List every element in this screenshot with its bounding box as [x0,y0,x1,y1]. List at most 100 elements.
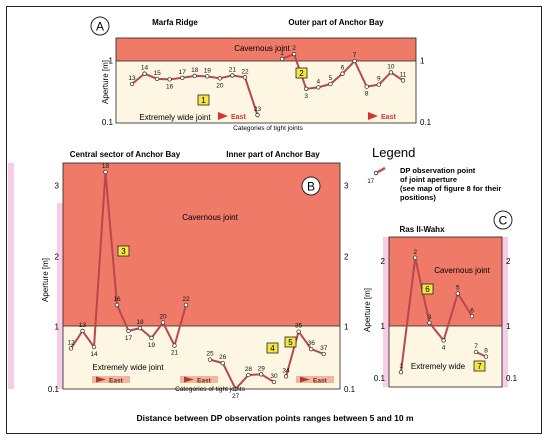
point-label-b-2-0: 34 [282,367,290,374]
panel-c-ytick-right-2: 2 [506,257,511,266]
point-label-a-1-10: 11 [400,71,407,78]
data-point-c-0-3 [441,338,446,343]
point-label-b-0-2: 14 [90,351,98,358]
data-point-c-0-5 [469,314,475,319]
panel-b-ytick-right-2: 2 [344,253,349,262]
data-point-a-0-8 [230,73,235,78]
panel-b-edge-inner [57,203,63,389]
data-point-c-0-2 [427,320,432,325]
data-point-a-0-5 [192,73,197,79]
point-label-b-0-8: 20 [159,314,167,321]
plot-border-c [388,236,503,388]
data-point-a-1-2 [304,86,309,91]
data-point-b-0-4 [114,302,120,308]
point-label-a-1-1: 2 [292,45,296,52]
data-point-b-0-0 [68,346,74,351]
data-point-a-0-3 [167,77,172,82]
point-label-a-0-2: 15 [153,70,161,77]
panel-c-ytick-2: 2 [381,257,386,266]
panel-b-edge-left [8,163,14,389]
legend-line-4: positions) [400,193,436,202]
point-label-b-0-9: 21 [171,350,179,357]
data-point-b-1-4 [259,372,264,377]
panel-b-east-2: East [180,376,218,385]
panel-c-id: C [499,214,508,228]
panel-a-ytick-1: 1 [109,57,114,66]
panel-a-box-2: 2 [295,67,308,79]
panel-b-zone-lower: Extremely wide joint [92,363,164,372]
point-label-b-2-3: 37 [320,345,328,352]
data-point-b-0-3 [103,169,108,175]
panel-c-zone-upper: Cavernous joint [434,266,490,275]
panel-a-east-1: East [218,112,246,121]
panel-c-edge-left [383,237,389,387]
panel-b-east-1-label: East [109,378,124,385]
panel-b-box-3-label: 3 [121,247,126,256]
panel-c-zone-lower: Extremely wide [411,362,466,371]
data-point-a-1-6 [352,58,357,64]
data-point-b-1-5 [271,379,277,385]
data-point-b-2-3 [321,351,326,357]
panel-c-box-7: 7 [473,360,486,372]
point-label-b-1-5: 30 [270,373,278,380]
panel-b-badge [301,176,321,196]
data-point-a-1-10 [400,78,406,83]
panel-b-ytick-1: 1 [55,323,60,332]
panel-b-box-4-label: 4 [270,344,275,353]
legend-line-1: DP observation point [400,166,476,175]
figure-frame [6,6,542,434]
legend-line-3: (see map of figure 8 for their [400,184,501,193]
point-label-a-1-3: 4 [316,78,320,85]
point-label-c-0-3: 4 [442,344,446,351]
point-label-b-1-1: 26 [219,354,227,361]
data-point-a-0-1 [142,71,147,76]
point-label-a-1-5: 6 [341,65,345,72]
legend-sample-label: 17 [367,179,374,185]
data-point-a-1-4 [328,81,333,87]
point-label-c-0-2: 3 [428,314,432,321]
data-point-b-0-10 [183,302,189,308]
point-label-b-0-1: 13 [79,322,87,329]
zone-wide-a [116,61,416,123]
point-label-a-0-10: 23 [254,106,262,113]
series-line-b-1 [209,358,275,390]
point-label-a-1-7: 8 [365,91,369,98]
panel-b-box-5: 5 [284,336,297,348]
data-point-b-1-2 [233,386,238,392]
point-label-a-0-5: 18 [191,67,199,74]
panel-c-edge-right [502,237,508,387]
panel-b-zone-upper: Cavernous joint [182,213,238,222]
panel-b-ytick-0: 0.1 [48,385,60,394]
data-point-b-1-3 [246,372,251,378]
point-label-a-1-8: 9 [377,76,381,83]
panel-c-ytick-right-0: 0.1 [506,374,518,383]
panel-a-zone-lower: Extremely wide joint [139,113,211,122]
point-label-a-1-0: 1 [280,50,284,57]
zone-cavernous-a [116,38,416,61]
panel-b-box-5-label: 5 [288,338,293,347]
point-label-c-0-1: 2 [413,249,417,256]
panel-b-subtitle-2: Inner part of Anchor Bay [226,150,320,159]
panel-a-ytick-right-1: 1 [420,57,425,66]
data-point-b-0-8 [160,320,166,325]
panel-b-east-3-label: East [313,378,328,385]
point-label-c-1-1: 8 [484,348,488,355]
legend-line-2: of joint aperture [400,175,457,184]
point-label-a-0-1: 14 [141,65,149,72]
legend: Legend 17 DP observation point of joint … [367,145,501,202]
panel-a-badge [90,16,110,36]
series-line-c-0 [400,256,473,373]
data-point-a-0-9 [242,75,248,80]
panel-b-box-4: 4 [266,342,279,354]
footer-note: Distance between DP observation points r… [136,413,414,423]
point-label-a-0-4: 17 [179,69,187,76]
panel-b-ytick-right-0: 0.1 [344,385,356,394]
panel-a-zone-upper: Cavernous joint [234,44,290,53]
point-label-a-0-6: 19 [204,67,212,74]
data-point-b-2-2 [309,346,314,352]
panel-b-ytick-right-1: 1 [344,323,349,332]
data-point-a-1-5 [340,71,345,76]
data-point-b-1-0 [207,357,213,362]
plot-border-a [115,37,417,124]
